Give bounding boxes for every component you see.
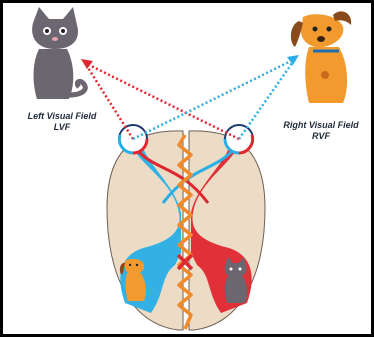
arrowhead [287,55,299,65]
arrowhead [81,59,93,69]
cat-icon [32,7,85,99]
dog-icon [291,11,351,103]
diagram-panel: Left Visual Field LVF Right Visual Field… [3,3,371,334]
cat-icon [225,257,247,303]
left-visual-field-title: Left Visual Field [3,111,121,122]
left-visual-field-abbr: LVF [3,122,121,133]
right-visual-field-abbr: RVF [271,131,371,142]
split-brain-diagram [3,3,371,334]
right-visual-field-title: Right Visual Field [271,120,371,131]
right-visual-field-label: Right Visual Field RVF [271,120,371,142]
left-visual-field-label: Left Visual Field LVF [3,111,121,133]
